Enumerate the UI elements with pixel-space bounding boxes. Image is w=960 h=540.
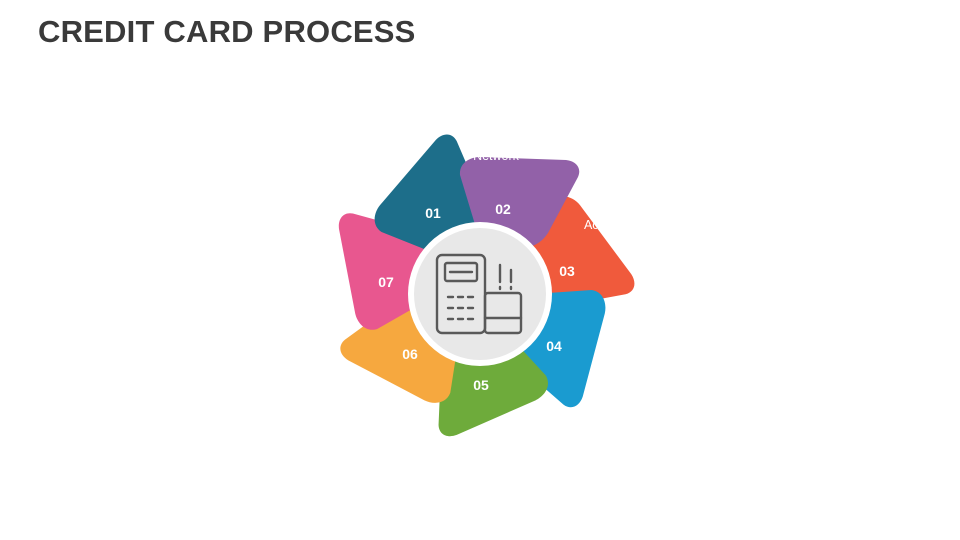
step-number-04: 04 [546,338,562,354]
step-number-02: 02 [495,201,511,217]
step-label-02-line1: Merchant [598,201,651,215]
step-number-05: 05 [473,377,489,393]
step-number-06: 06 [402,346,418,362]
step-label-01-line2: Network [473,149,520,163]
step-label-01-line1: Credit Card [462,132,526,146]
step-number-01: 01 [425,205,441,221]
step-label-03-line2: Processor [610,376,666,390]
step-label-06: Cardholder [275,326,337,340]
page-title: CREDIT CARD PROCESS [38,14,416,49]
step-label-07: Issuing Bank [304,190,376,204]
dollar-chip-icon [625,318,651,344]
browser-window-icon [612,164,640,190]
center-hub [408,222,552,366]
step-label-02-line2: Acquiring Bank [584,218,669,232]
step-label-01: Credit Card Network [462,132,529,163]
step-label-05-line1: Merchant [367,446,420,460]
bank-icon [324,147,356,175]
card-network-icon [484,95,508,121]
step-label-02: Merchant Acquiring Bank [584,201,669,232]
step-number-03: 03 [559,263,575,279]
monitor-shopping-icon [380,404,410,430]
step-label-04: FAC Gateway [504,467,582,481]
step-label-05: Merchant Website [367,446,423,477]
step-number-07: 07 [378,274,394,290]
step-label-03-line1: Merchant Bank [594,359,679,373]
cardholder-icon [290,284,324,311]
step-label-03: Merchant Bank Processor [594,359,682,390]
card-terminal-icon [435,253,523,335]
step-label-05-line2: Website [373,463,418,477]
gateway-icon [528,427,558,455]
